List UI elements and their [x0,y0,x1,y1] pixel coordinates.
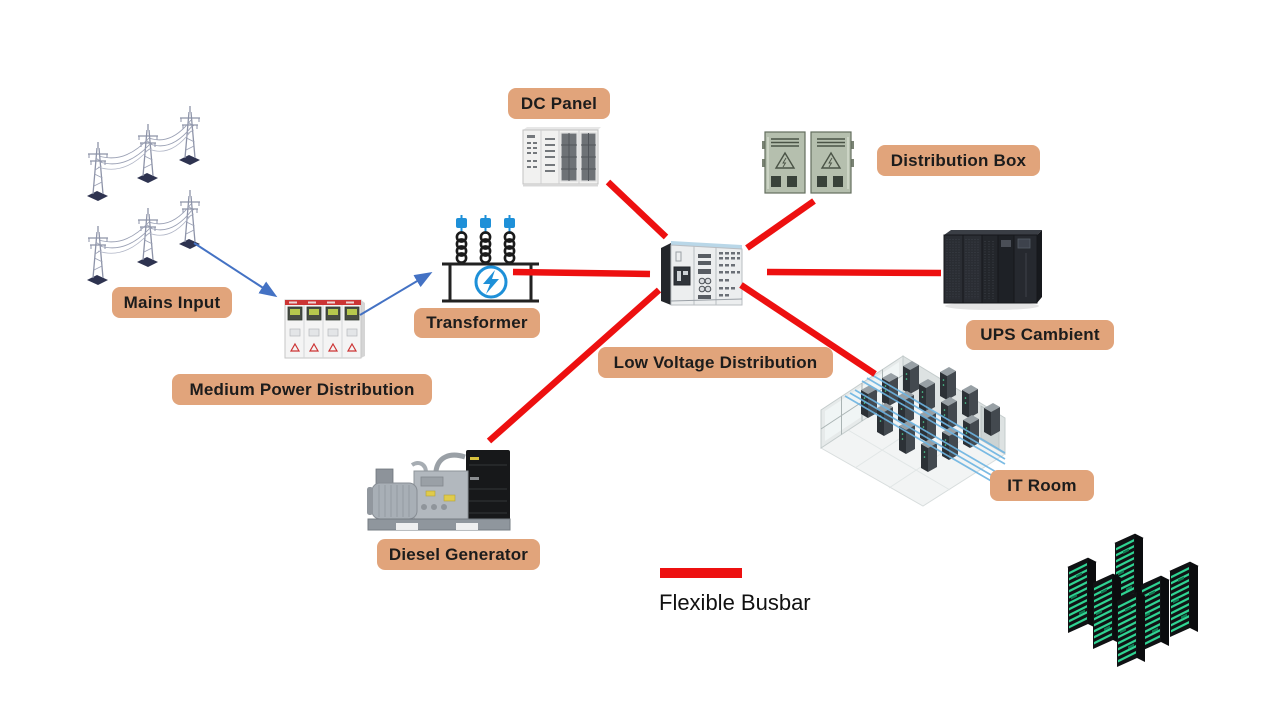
it-room-image [815,350,1015,508]
transmission-towers-lower [83,186,211,288]
dc-panel-label: DC Panel [508,88,610,119]
transformer-label: Transformer [414,308,540,338]
busbar-dcpanel-to-lvd [605,179,669,240]
diesel-generator-image [366,449,514,537]
arrow-medium-to-transformer [359,271,433,316]
transmission-towers-upper [83,102,211,204]
legend-label: Flexible Busbar [659,590,811,615]
dc-panel-image [521,126,603,190]
distribution-box-label: Distribution Box [877,145,1040,176]
low-voltage-distribution-cabinet [661,239,745,311]
arrow-mains-to-medium [193,242,278,298]
ups-cambient-label: UPS Cambient [966,320,1114,350]
busbar-distbox-to-lvd [745,198,816,251]
transformer-icon [441,213,543,305]
mains-input-label: Mains Input [112,287,232,318]
legend-busbar-line [660,568,742,578]
distribution-box-image [762,129,854,197]
low-voltage-distribution-label: Low Voltage Distribution [598,347,833,378]
medium-power-distribution-label: Medium Power Distribution [172,374,432,405]
ups-cabinet-image [942,227,1044,313]
busbar-lvd-to-ups [766,268,942,277]
diesel-generator-label: Diesel Generator [377,539,540,570]
busbar-lvd-to-itroom [739,282,877,377]
busbar-transformer-to-lvd [512,268,651,278]
busbar-diesel-to-lvd [486,287,662,444]
it-room-label: IT Room [990,470,1094,501]
